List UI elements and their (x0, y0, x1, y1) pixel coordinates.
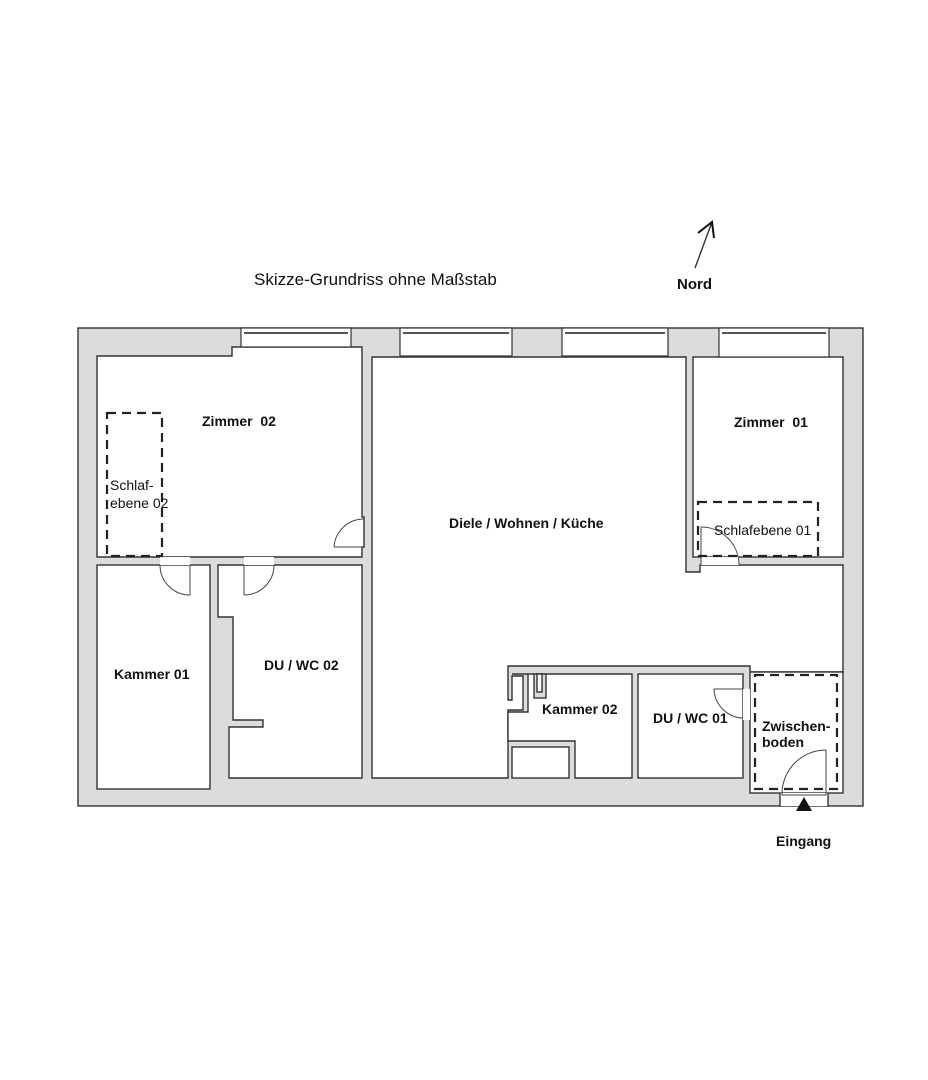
plan-title: Skizze-Grundriss ohne Maßstab (254, 270, 497, 289)
room-kammer-02 (507, 673, 633, 779)
room-zwischenboden (749, 671, 844, 794)
label-diele-wohnen-kueche: Diele / Wohnen / Küche (449, 515, 604, 531)
room-zimmer-02 (96, 346, 365, 558)
label-du-wc-01: DU / WC 01 (653, 710, 728, 726)
kammer-02-nook (511, 746, 570, 779)
kammer-02-pillar-void (536, 673, 543, 693)
label-kammer-01: Kammer 01 (114, 666, 190, 682)
triangle-up-icon (796, 797, 812, 811)
room-du-wc-02 (217, 564, 363, 779)
window-zimmer-01 (718, 327, 830, 358)
label-zimmer-01: Zimmer 01 (734, 414, 808, 430)
schlafebene-02-outline (105, 411, 164, 558)
window-diele-2 (561, 327, 669, 357)
label-zimmer-02: Zimmer 02 (202, 413, 276, 429)
room-kammer-01 (96, 564, 211, 790)
label-schlafebene-01: Schlafebene 01 (714, 522, 812, 538)
door-zimmer-02 (333, 518, 365, 548)
window-zimmer-02 (240, 327, 352, 348)
label-schlafebene-02-line2: ebene 02 (110, 495, 169, 511)
label-kammer-02: Kammer 02 (542, 701, 618, 717)
zwischenboden-outline (753, 673, 839, 791)
north-arrow-icon (694, 220, 715, 269)
label-schlafebene-02-line1: Schlaf- (110, 477, 154, 493)
door-du-wc-02 (243, 557, 275, 596)
window-diele-1 (399, 327, 513, 357)
door-zimmer-01 (700, 526, 740, 566)
label-du-wc-02: DU / WC 02 (264, 657, 339, 673)
north-label: Nord (677, 276, 712, 293)
door-du-wc-01 (713, 688, 750, 720)
schlafebene-01-outline (696, 500, 820, 558)
door-kammer-01 (159, 557, 191, 596)
room-diele-wohnen-kueche (371, 356, 844, 779)
entrance-label: Eingang (776, 833, 831, 849)
room-du-wc-01 (637, 673, 744, 779)
label-zwischenboden-line1: Zwischen- (762, 718, 831, 734)
label-zwischenboden-line2: boden (762, 734, 804, 750)
